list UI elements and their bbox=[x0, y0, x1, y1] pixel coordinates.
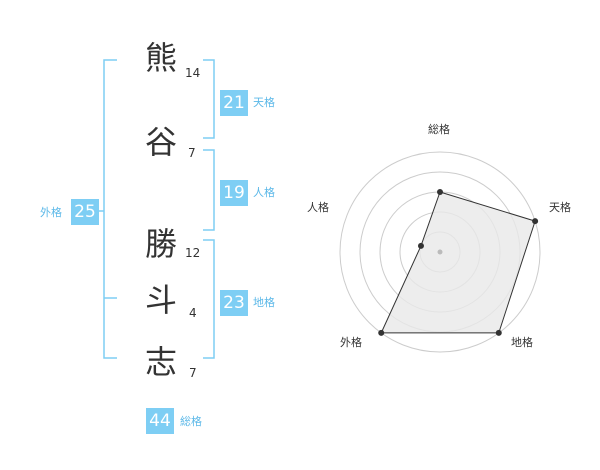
chikaku-label: 地格 bbox=[253, 296, 275, 309]
radar-point-3 bbox=[378, 329, 385, 336]
stroke-count-2: 7 bbox=[188, 146, 196, 160]
soukaku-value-badge: 44 bbox=[146, 408, 174, 434]
gaikaku-bracket bbox=[103, 59, 117, 359]
radar-axis-label-gaikaku: 外格 bbox=[340, 336, 362, 349]
radar-point-4 bbox=[417, 242, 424, 249]
name-char-1: 熊 bbox=[144, 39, 177, 77]
radar-point-2 bbox=[495, 329, 502, 336]
tenkaku-label: 天格 bbox=[253, 96, 275, 109]
radar-axis-label-jinkaku: 人格 bbox=[307, 201, 329, 214]
stroke-count-1: 14 bbox=[185, 66, 201, 80]
gaikaku-label: 外格 bbox=[40, 206, 62, 219]
name-char-2: 谷 bbox=[144, 123, 177, 161]
name-char-5: 志 bbox=[144, 343, 177, 381]
tenkaku-value-badge: 21 bbox=[220, 90, 248, 116]
jinkaku-label: 人格 bbox=[253, 186, 275, 199]
chikaku-bracket bbox=[203, 239, 215, 359]
tenkaku-bracket bbox=[203, 59, 215, 139]
radar-axis-label-chikaku: 地格 bbox=[511, 336, 533, 349]
radar-point-0 bbox=[437, 189, 443, 195]
soukaku-label: 総格 bbox=[180, 415, 202, 428]
stroke-count-5: 7 bbox=[189, 366, 197, 380]
radar-point-1 bbox=[532, 218, 539, 225]
radar-axis-label-tenkaku: 天格 bbox=[549, 201, 571, 214]
chikaku-value-badge: 23 bbox=[220, 290, 248, 316]
jinkaku-value-badge: 19 bbox=[220, 180, 248, 206]
radar-center-dot bbox=[437, 249, 443, 255]
name-char-4: 斗 bbox=[144, 281, 177, 319]
stroke-count-4: 4 bbox=[189, 306, 197, 320]
jinkaku-bracket bbox=[203, 149, 215, 231]
gaikaku-value-badge: 25 bbox=[71, 199, 99, 225]
name-char-3: 勝 bbox=[144, 225, 177, 263]
radar-ring-5 bbox=[339, 151, 541, 353]
radar-value-polygon bbox=[380, 191, 536, 334]
radar-axis-label-soukaku: 総格 bbox=[428, 123, 450, 136]
stroke-count-3: 12 bbox=[185, 246, 201, 260]
